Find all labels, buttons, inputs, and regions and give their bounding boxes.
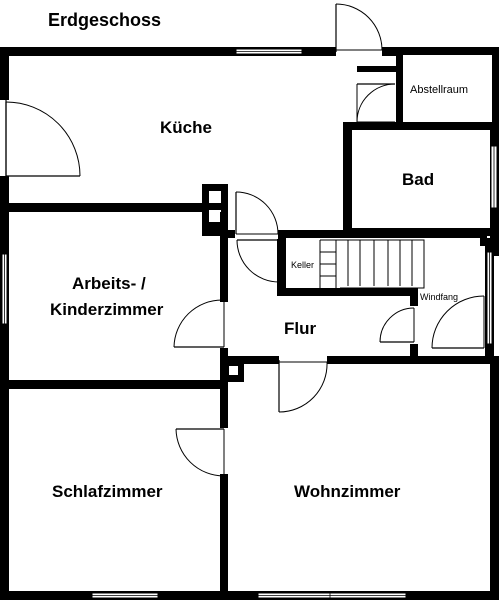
room-label-keller: Keller [291,260,314,270]
room-label-flur: Flur [284,319,316,338]
room-label-wohnzimmer: Wohnzimmer [294,482,401,501]
entrance-door-swing [335,3,383,51]
abstellraum-door-jamb [357,66,396,72]
flur-pillar-hole [229,366,238,375]
abstellraum-west-wall [396,55,403,130]
stair-north-wall [277,230,487,238]
arbeits-flur-wall [220,212,228,302]
room-label-abstellraum: Abstellraum [410,84,468,96]
kueche-west-door-swing [5,101,81,177]
windows [1,48,498,599]
flur-wohn-wall-right [326,356,499,364]
stair-south-wall [277,288,418,296]
arbeits-door-swing [173,299,223,348]
room-label-schlafzimmer: Schlafzimmer [52,482,163,501]
keller-door-swing [236,239,280,283]
north-wall [0,47,400,56]
floor-title: Erdgeschoss [48,10,161,30]
schlaf-wohn-wall [220,380,228,600]
room-label-bad: Bad [402,170,434,189]
arbeits-schlaf-wall [0,380,228,389]
chimney-flue-1 [209,191,221,203]
windfang-notch [480,238,499,246]
wohn-door-swing [278,361,328,413]
kueche-arbeits-wall [0,203,226,212]
bad-north-wall [343,122,499,130]
interior-walls [0,55,499,600]
room-label-windfang: Windfang [420,292,458,302]
bad-west-wall [343,122,352,232]
windfang-exterior-door-swing [431,295,485,349]
stair-west-wall [277,230,286,295]
flur-kueche-door-swing [235,191,279,235]
room-label-kueche: Küche [160,118,212,137]
east-wall-lower [490,356,499,600]
chimney-flue-2 [209,210,221,222]
abstellraum-north-wall [396,47,499,55]
flur-wohn-wall-left [228,356,280,364]
staircase [319,239,425,289]
windfang-door-swing [379,307,415,343]
schlaf-door-swing [175,428,225,477]
abstellraum-east-wall [492,47,499,127]
room-label-arbeitszimmer-1: Arbeits- / [72,274,146,293]
room-label-arbeitszimmer-2: Kinderzimmer [50,300,164,319]
south-wall [0,591,499,600]
doors [0,3,485,477]
abstellraum-door-swing [356,83,396,123]
